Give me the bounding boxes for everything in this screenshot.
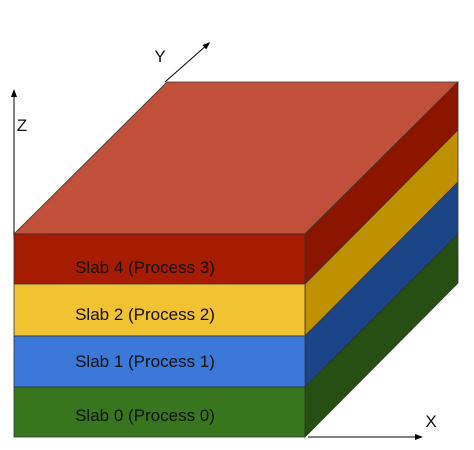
y-axis-line [164,42,211,83]
slab-1-label: Slab 1 (Process 1) [75,352,215,371]
slab-2-front-face [13,283,306,337]
slab-0-front-face [13,386,306,438]
slab-4-label: Slab 4 (Process 3) [75,258,215,277]
slab-4: Slab 4 (Process 3) [13,81,459,285]
slab-0-label: Slab 0 (Process 0) [75,406,215,425]
slab-2-label: Slab 2 (Process 2) [75,305,215,324]
x-axis-label: X [425,412,436,431]
slab-1: Slab 1 (Process 1) [13,181,459,388]
slab-0: Slab 0 (Process 0) [13,233,459,438]
y-axis-label: Y [154,47,165,66]
z-axis-label: Z [17,116,27,135]
